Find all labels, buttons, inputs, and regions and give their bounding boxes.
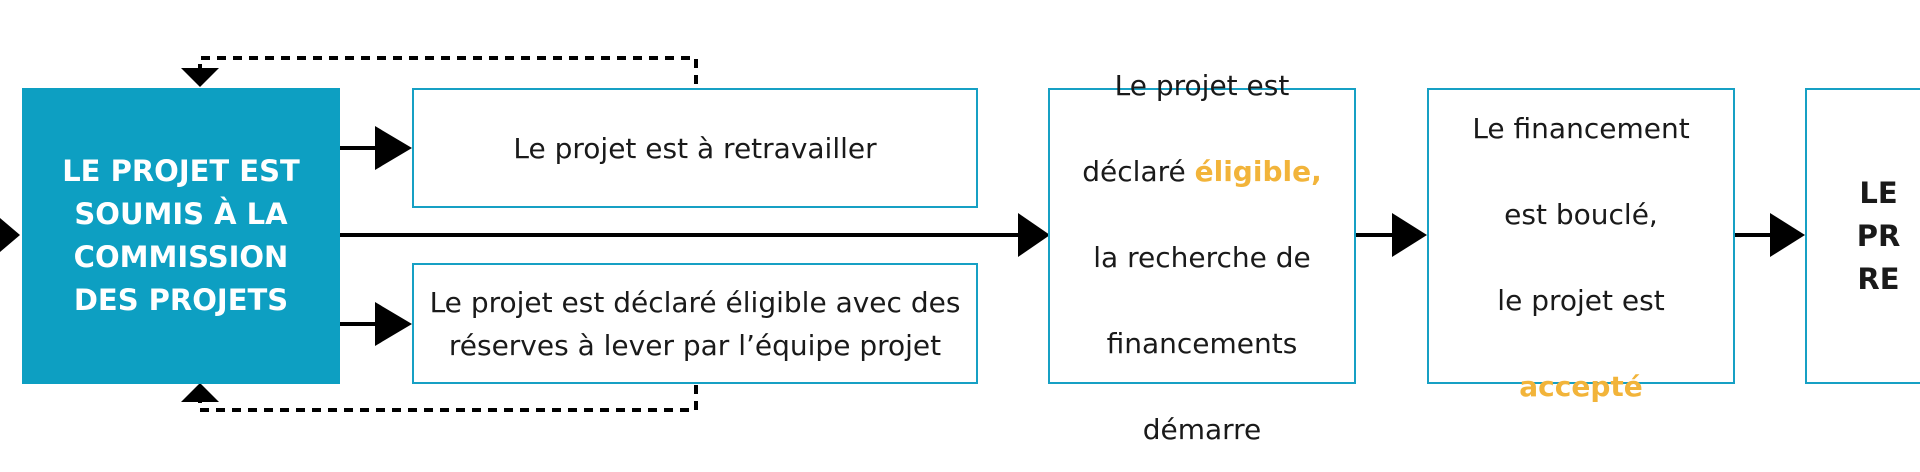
node-eligible-line3: la recherche de	[1093, 241, 1311, 274]
node-funding: Le financement est bouclé, le projet est…	[1427, 88, 1735, 403]
node-eligible-line4: financements	[1106, 327, 1298, 360]
node-reserves-label: Le projet est déclaré éligible avec des …	[429, 285, 961, 362]
node-funding-line2: est bouclé,	[1504, 198, 1658, 231]
loop-reserves-to-submitted-head	[181, 383, 219, 402]
node-submitted-label: LE PROJET EST SOUMIS À LA COMMISSION DES…	[62, 154, 300, 317]
loop-rework-to-submitted	[198, 56, 698, 84]
loop-reserves-to-submitted	[198, 385, 698, 412]
node-eligible: Le projet est déclaré éligible, la reche…	[1048, 69, 1356, 446]
node-rework: Le projet est à retravailler	[412, 88, 978, 208]
node-funding-line1: Le financement	[1472, 112, 1690, 145]
node-eligible-label: Le projet est déclaré éligible, la reche…	[1082, 21, 1321, 451]
node-submitted: LE PROJET EST SOUMIS À LA COMMISSION DES…	[22, 88, 340, 384]
node-reserves: Le projet est déclaré éligible avec des …	[412, 263, 978, 384]
node-final-label: LE PR RE	[1856, 175, 1901, 296]
arrow-submitted-to-rework-head	[375, 126, 412, 170]
node-rework-label: Le projet est à retravailler	[513, 131, 877, 165]
node-funding-line3: le projet est	[1497, 284, 1665, 317]
loop-rework-to-submitted-head	[181, 68, 219, 87]
incoming-arrowhead	[0, 218, 20, 252]
arrow-funding-to-final-head	[1770, 213, 1805, 257]
node-funding-label: Le financement est bouclé, le projet est…	[1472, 64, 1689, 408]
node-eligible-line2-prefix: déclaré	[1082, 155, 1195, 188]
node-eligible-line1: Le projet est	[1114, 69, 1290, 102]
arrow-submitted-to-reserves-head	[375, 302, 412, 346]
arrow-eligible-to-funding-head	[1392, 213, 1427, 257]
node-eligible-line5: démarre	[1142, 413, 1262, 446]
node-eligible-highlight: éligible,	[1194, 155, 1322, 188]
arrow-submitted-to-eligible-head	[1018, 213, 1050, 257]
node-funding-highlight: accepté	[1519, 370, 1643, 403]
node-final: LE PR RE	[1805, 88, 1920, 384]
